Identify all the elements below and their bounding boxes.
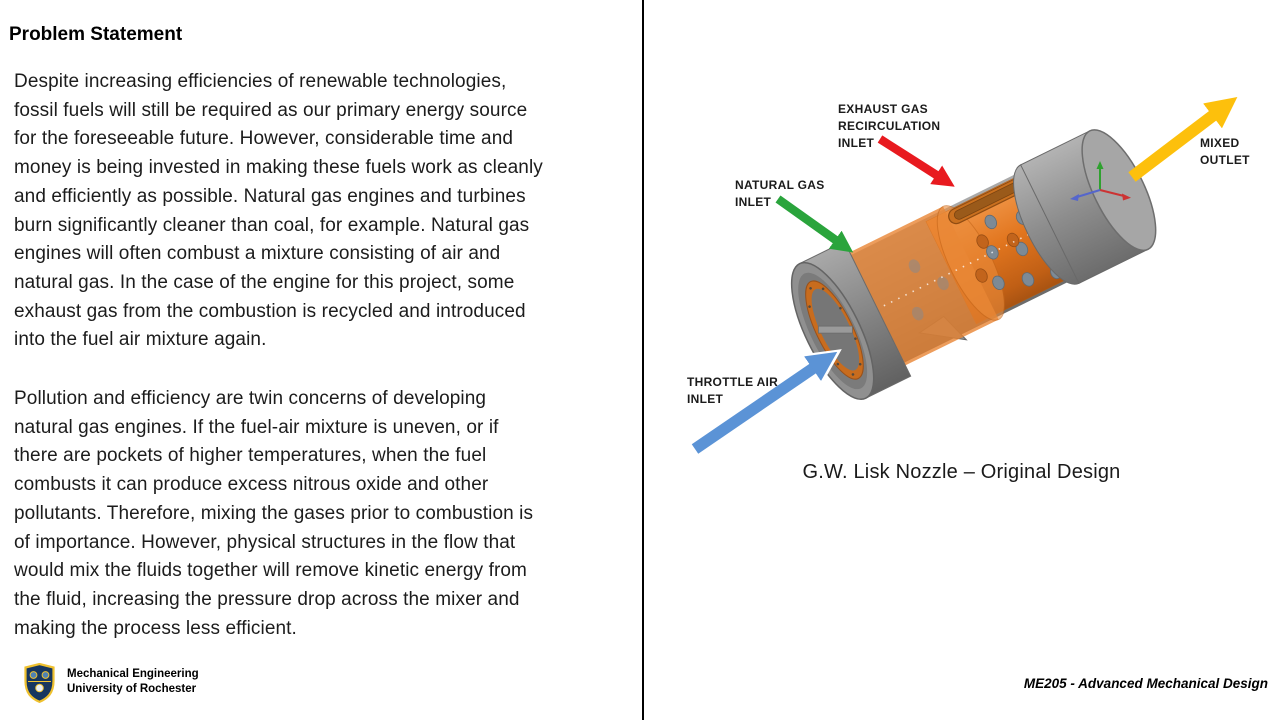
label-natural-gas-inlet: NATURAL GAS INLET: [735, 178, 825, 209]
course-code: ME205 - Advanced Mechanical Design: [1023, 676, 1268, 691]
natural-gas-arrow: [775, 195, 854, 253]
coordinate-triad-icon: [1070, 161, 1131, 201]
flange-bolt-dots: [808, 287, 862, 376]
exhaust-gas-arrow: [877, 135, 955, 187]
problem-paragraph-1: Despite increasing efficiencies of renew…: [14, 71, 543, 351]
figure-caption: G.W. Lisk Nozzle – Original Design: [802, 461, 1121, 483]
problem-paragraph-2: Pollution and efficiency are twin concer…: [14, 388, 534, 639]
page-title: Problem Statement: [9, 24, 183, 45]
university-shield-logo: [24, 663, 55, 703]
label-exhaust-gas-recirculation-inlet: EXHAUST GAS RECIRCULATION INLET: [838, 102, 941, 150]
nozzle-cad-render: [688, 97, 1238, 457]
throttle-vane: [817, 325, 853, 334]
throttle-air-arrow: [691, 351, 838, 454]
column-divider: [642, 0, 644, 720]
front-flange: [790, 240, 912, 401]
label-throttle-air-inlet: THROTTLE AIR INLET: [687, 375, 779, 406]
outlet-cap: [1013, 129, 1157, 285]
footer-department: Mechanical Engineering: [67, 668, 199, 680]
nozzle-body: [790, 129, 1157, 401]
footer-branding: Mechanical Engineering University of Roc…: [24, 663, 199, 703]
footer-university: University of Rochester: [67, 682, 197, 695]
label-mixed-outlet: MIXED OUTLET: [1200, 136, 1250, 167]
mixed-outlet-arrow: [1128, 97, 1238, 182]
